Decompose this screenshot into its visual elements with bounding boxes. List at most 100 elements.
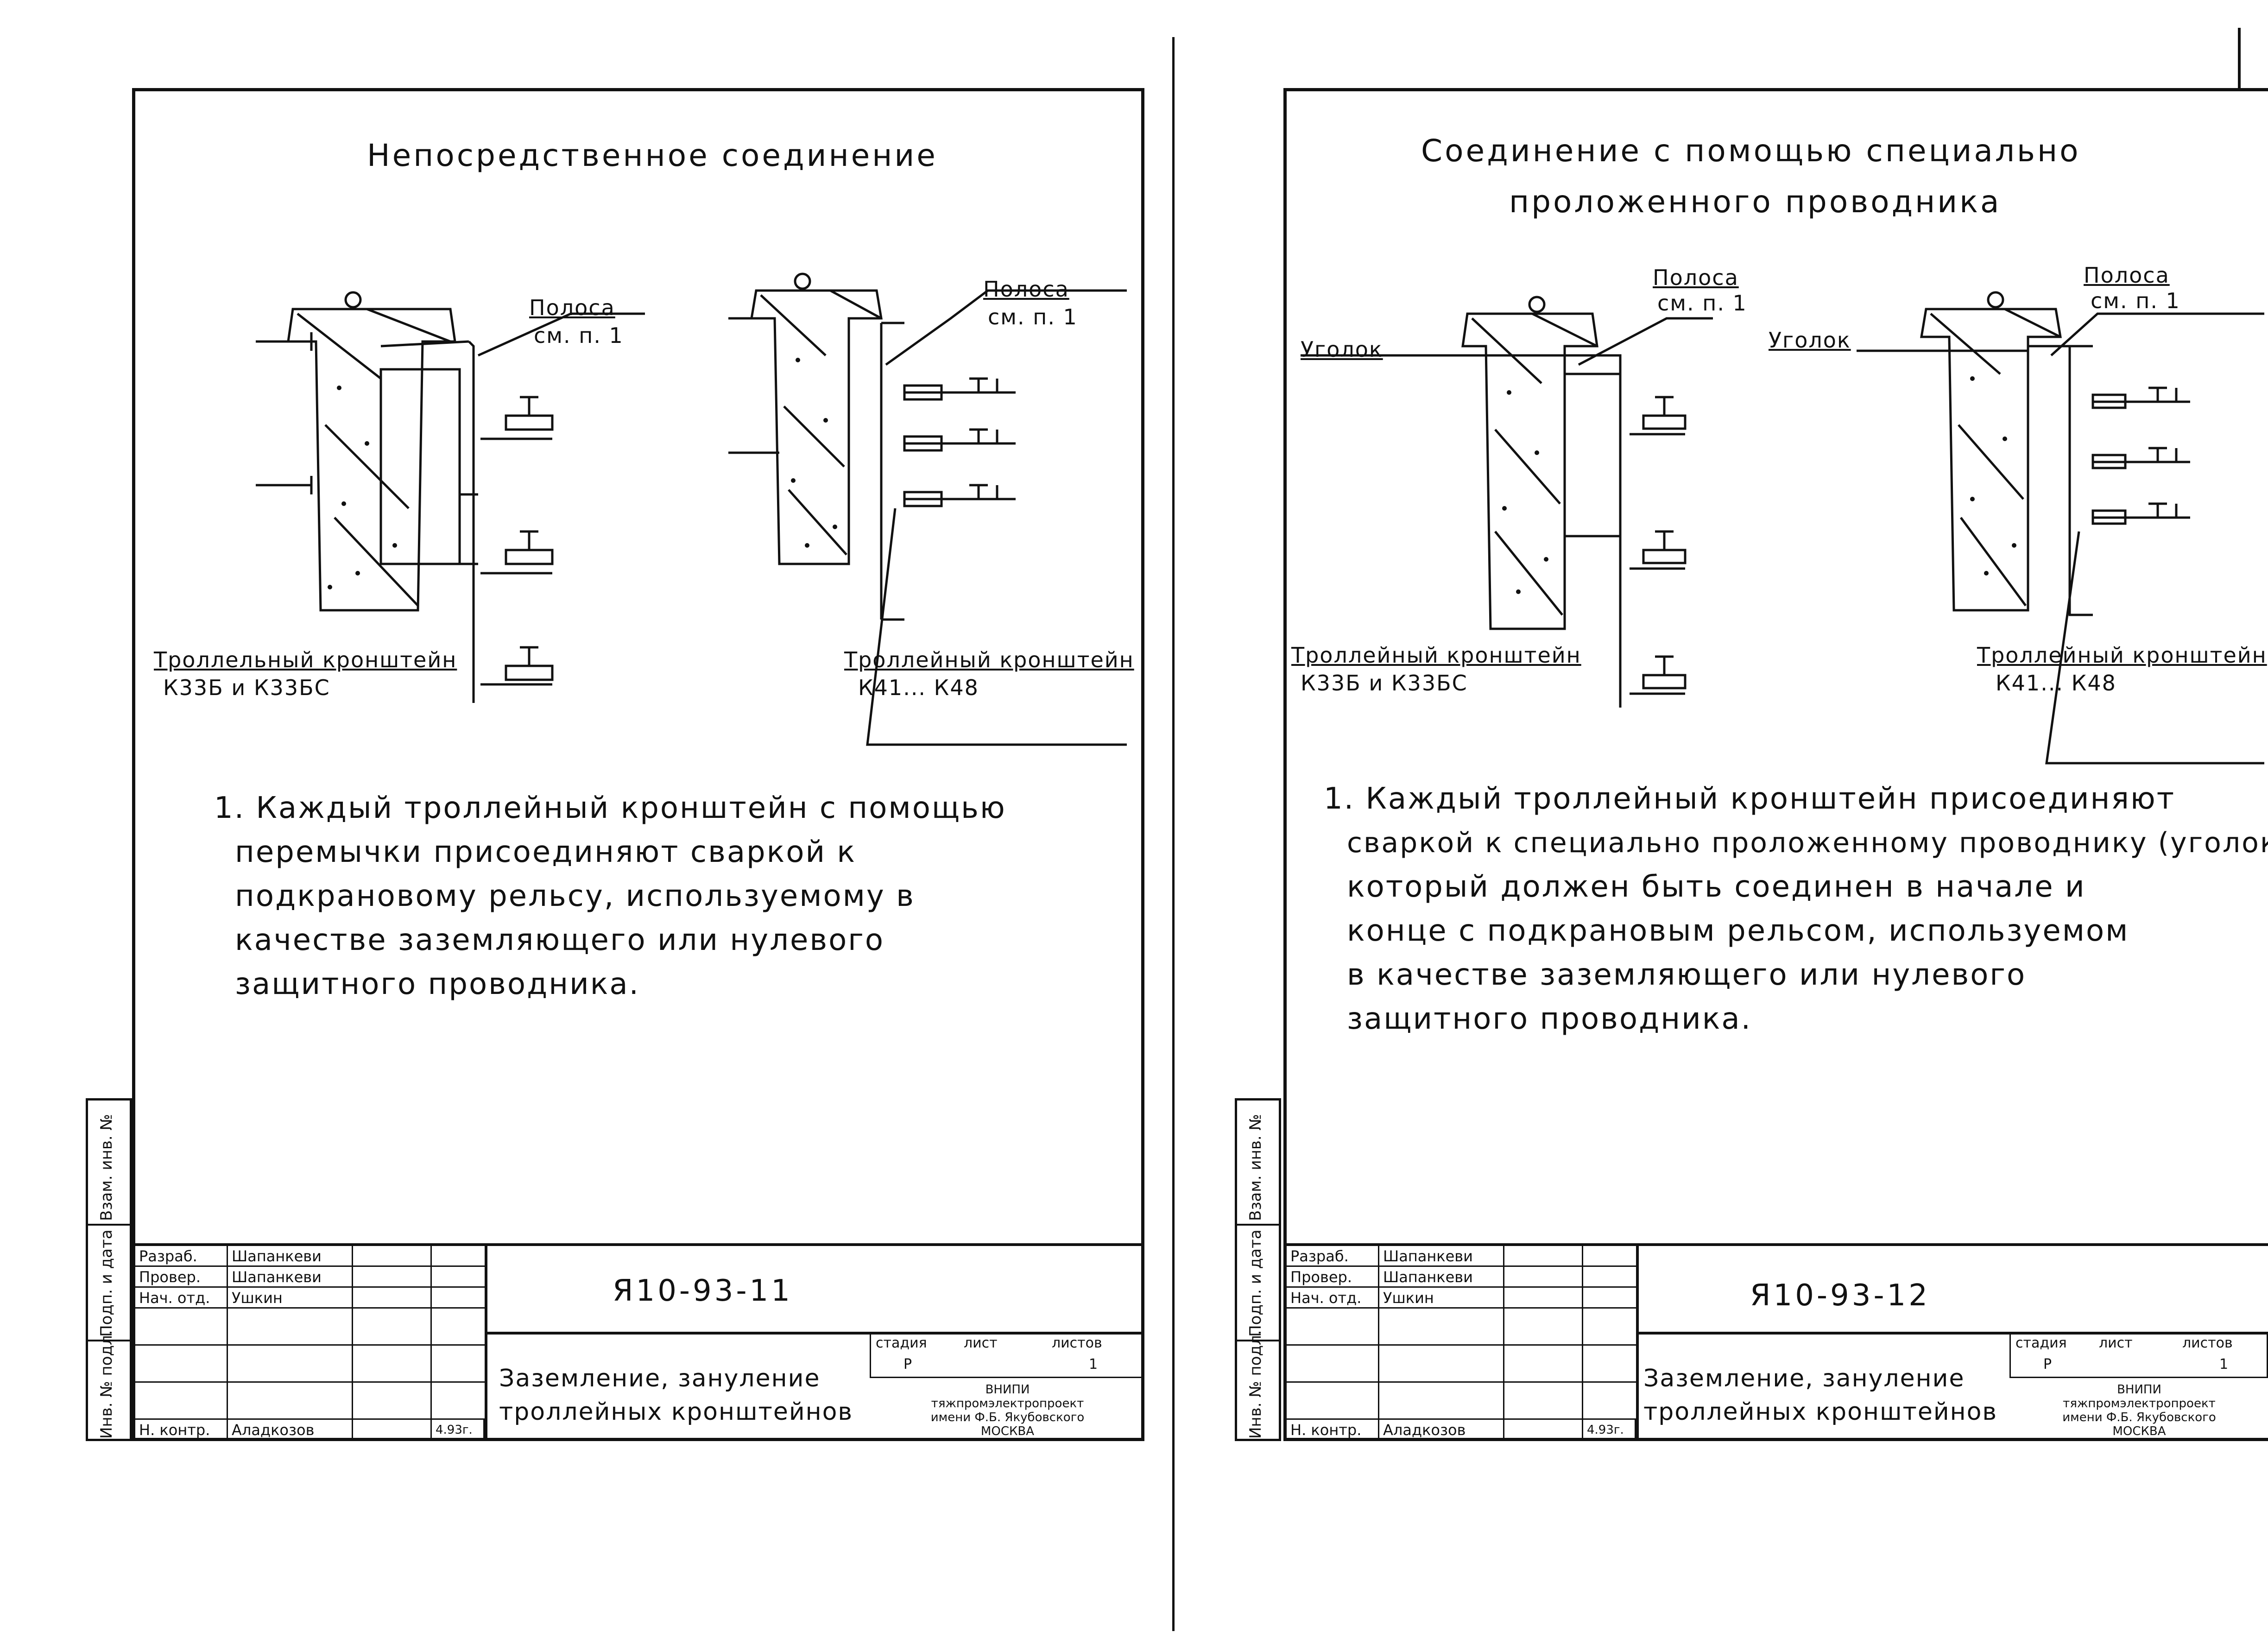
role-cell: Провер. [135, 1267, 228, 1286]
signature-cell [1504, 1383, 1583, 1418]
document-code: Я10-93-11 [613, 1274, 793, 1308]
signature-cell [353, 1383, 432, 1418]
label-strip-2: Полоса [983, 277, 1069, 302]
note-line: который должен быть соединен в начале и [1347, 870, 2086, 904]
stage-table: стадия лист листов Р 1 [2009, 1332, 2268, 1378]
document-name-line: Заземление, зануление [499, 1365, 821, 1392]
name-cell [228, 1383, 353, 1418]
table-row: Провер. Шапанкеви [135, 1267, 485, 1288]
margin-label: Взам. инв. № [97, 1114, 116, 1221]
sheets-header: листов [1052, 1335, 1102, 1351]
label-bracket-1: Троллельный кронштейн [154, 647, 457, 672]
table-row: Нач. отд. Ушкин [135, 1288, 485, 1309]
beam-drawing-3 [1301, 296, 1713, 708]
name-cell: Шапанкеви [228, 1246, 353, 1265]
label-strip-2-ref: см. п. 1 [988, 304, 1078, 329]
sheets-value: 1 [1089, 1356, 1098, 1373]
role-cell: Провер. [1287, 1267, 1379, 1286]
title-block-divider [1639, 1332, 2268, 1335]
label-strip-1-ref: см. п. 1 [534, 323, 624, 348]
role-cell: Нач. отд. [1287, 1288, 1379, 1307]
stage-header: стадия [876, 1335, 927, 1351]
margin-strip-left: Инв. № подл. Подп. и дата Взам. инв. № [86, 1098, 132, 1441]
role-cell [135, 1346, 228, 1381]
org-line: тяжпромэлектропроект [2063, 1397, 2216, 1411]
beam-drawing-2 [728, 272, 1127, 746]
role-cell [1287, 1383, 1379, 1418]
sheet-separator [1172, 37, 1175, 1631]
margin-label: Взам. инв. № [1246, 1114, 1265, 1221]
signature-cell [1504, 1309, 1583, 1344]
name-cell: Шапанкеви [228, 1267, 353, 1286]
table-row [1287, 1346, 1636, 1383]
sheet-title: Соединение с помощью специально [1421, 133, 2081, 169]
name-cell [1379, 1309, 1504, 1344]
signature-cell [353, 1267, 432, 1286]
margin-label: Подп. и дата [1246, 1229, 1265, 1337]
stage-table: стадия лист листов Р 1 [870, 1332, 1144, 1378]
sheet-header: лист [2099, 1335, 2133, 1351]
organization: ВНИПИ тяжпромэлектропроект имени Ф.Б. Як… [2012, 1383, 2267, 1438]
table-row: Провер. Шапанкеви [1287, 1267, 1636, 1288]
signature-cell [353, 1309, 432, 1344]
stage-value: Р [903, 1356, 912, 1373]
org-line: ВНИПИ [985, 1383, 1030, 1397]
label-bracket-4: Троллейный кронштейн [1977, 643, 2267, 668]
signature-table: Разраб. Шапанкеви Провер. Шапанкеви Нач.… [1287, 1246, 1639, 1441]
sheet-subtitle: проложенного проводника [1509, 184, 2002, 220]
table-row [135, 1309, 485, 1346]
beam-drawing-4 [1857, 291, 2264, 765]
document-name-line: Заземление, зануление [1643, 1365, 1965, 1392]
label-bracket-3-models: К33Б и К33БС [1301, 671, 1468, 696]
label-angle-2: Уголок [1769, 328, 1851, 353]
org-line: МОСКВА [2112, 1424, 2166, 1438]
margin-label: Инв. № подл. [97, 1330, 116, 1439]
sheets-header: листов [2182, 1335, 2233, 1351]
document-name: Заземление, зануление троллейных кронште… [1643, 1362, 1997, 1429]
organization: ВНИПИ тяжпромэлектропроект имени Ф.Б. Як… [874, 1383, 1141, 1438]
drawing-sheet-right: Соединение с помощью специально проложен… [1283, 88, 2268, 1441]
document-name-line: троллейных кронштейнов [1643, 1398, 1998, 1426]
label-strip-3-ref: см. п. 1 [1657, 291, 1747, 316]
label-bracket-2-models: К41... К48 [858, 675, 979, 700]
label-bracket-2: Троллейный кронштейн [844, 647, 1134, 672]
signature-cell [1504, 1420, 1583, 1441]
beam-drawing-1 [256, 291, 645, 703]
role-cell [1287, 1309, 1379, 1344]
role-cell [135, 1383, 228, 1418]
note-line: в качестве заземляющего или нулевого [1347, 958, 2027, 992]
name-cell [228, 1346, 353, 1381]
name-cell: Аладкозов [1379, 1420, 1504, 1441]
label-bracket-4-models: К41... К48 [1996, 671, 2116, 696]
stage-value: Р [2043, 1356, 2052, 1373]
title-block-divider [487, 1332, 1144, 1335]
table-row [135, 1346, 485, 1383]
name-cell: Ушкин [228, 1288, 353, 1307]
label-bracket-3: Троллейный кронштейн [1291, 643, 1581, 668]
note-line: сваркой к специально проложенному провод… [1347, 827, 2268, 859]
signature-cell [353, 1420, 432, 1441]
sheets-value: 1 [2219, 1356, 2229, 1373]
name-cell [1379, 1346, 1504, 1381]
signature-cell [353, 1288, 432, 1307]
org-line: МОСКВА [980, 1424, 1035, 1438]
table-row [1287, 1383, 1636, 1420]
note-line: 1. Каждый троллейный кронштейн с помощью [214, 791, 1006, 825]
signature-cell [353, 1346, 432, 1381]
margin-label: Инв. № подл. [1246, 1330, 1265, 1439]
title-block: Разраб. Шапанкеви Провер. Шапанкеви Нач.… [1287, 1243, 2268, 1441]
label-angle-1: Уголок [1301, 337, 1383, 362]
role-cell: Разраб. [135, 1246, 228, 1265]
table-row: Разраб. Шапанкеви [1287, 1246, 1636, 1267]
org-line: имени Ф.Б. Якубовского [930, 1411, 1085, 1424]
role-cell: Нач. отд. [135, 1288, 228, 1307]
label-strip-3: Полоса [1653, 265, 1739, 290]
org-line: имени Ф.Б. Якубовского [2062, 1411, 2216, 1424]
name-cell: Шапанкеви [1379, 1246, 1504, 1265]
signature-cell [1504, 1288, 1583, 1307]
stage-header: стадия [2015, 1335, 2067, 1351]
note-line: перемычки присоединяют сваркой к [235, 835, 857, 869]
org-line: тяжпромэлектропроект [931, 1397, 1084, 1411]
role-cell [135, 1309, 228, 1344]
signature-cell [1504, 1267, 1583, 1286]
